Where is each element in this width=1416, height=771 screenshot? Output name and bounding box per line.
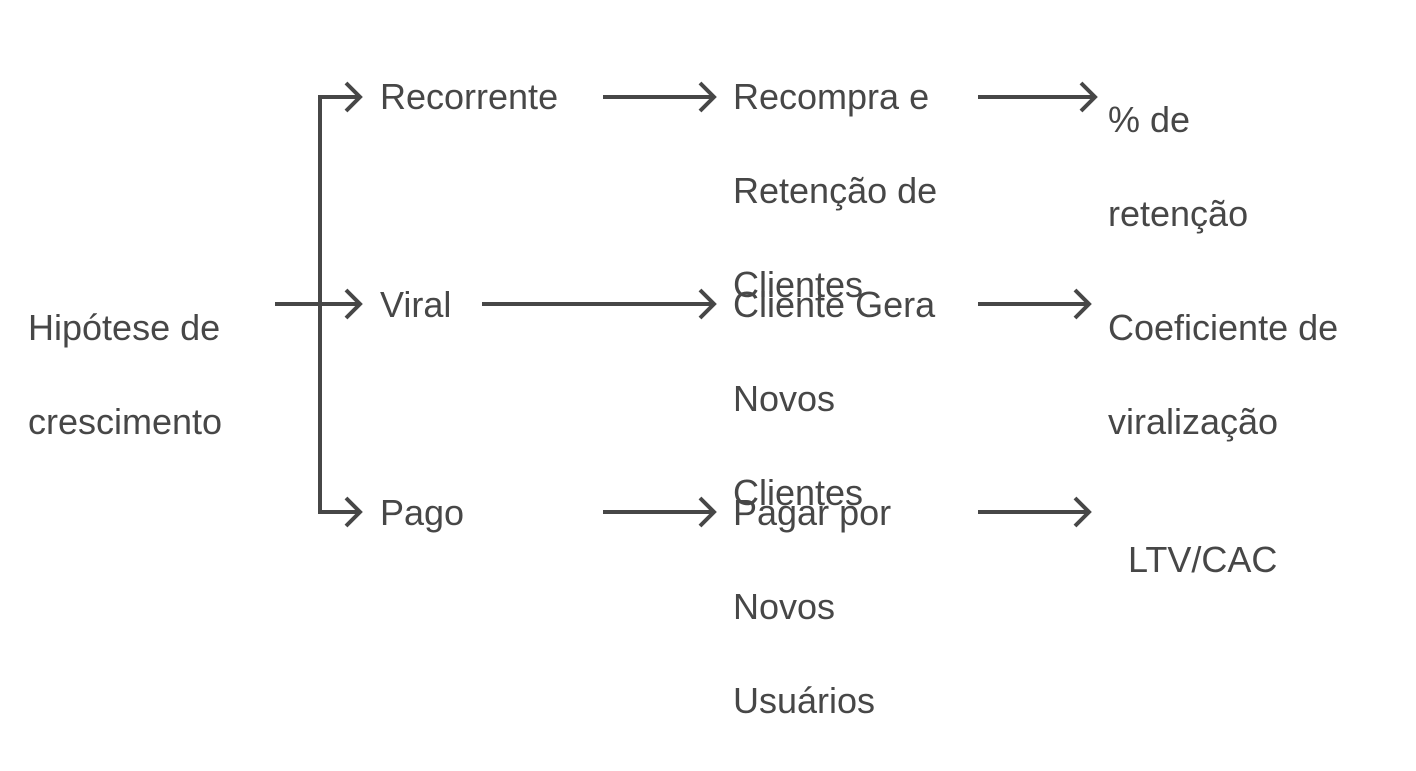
mechanism-node-pagar-por: Pagar por Novos Usuários [733, 442, 973, 771]
metric-line: Coeficiente de [1108, 307, 1339, 348]
root-node-hipotese-de-crescimento: Hipótese de crescimento [28, 257, 268, 492]
mechanism-node-cliente-gera: Cliente Gera Novos Clientes [733, 234, 973, 563]
metric-line: retenção [1108, 193, 1249, 234]
mechanism-line: Usuários [733, 680, 876, 721]
root-node-line: crescimento [28, 401, 223, 442]
metric-node-ltv-cac: LTV/CAC [1128, 489, 1277, 630]
mechanism-line: Pagar por [733, 492, 892, 533]
branch-label-pago: Pago [380, 492, 465, 533]
mechanism-line: Retenção de [733, 170, 938, 211]
metric-line: % de [1108, 99, 1191, 140]
branch-label-viral: Viral [380, 284, 452, 325]
mechanism-line: Cliente Gera [733, 284, 936, 325]
mechanism-line: Novos [733, 378, 836, 419]
metric-line: viralização [1108, 401, 1279, 442]
mechanism-line: Novos [733, 586, 836, 627]
metric-node-viralizacao: Coeficiente de viralização [1108, 257, 1398, 492]
root-node-line: Hipótese de [28, 307, 221, 348]
arrowhead-recorrente-mechanism [698, 81, 717, 113]
metric-node-retencao: % de retenção [1108, 49, 1348, 284]
arrowhead-recorrente-metric [1079, 81, 1098, 113]
mechanism-node-recompra: Recompra e Retenção de Clientes [733, 26, 973, 355]
mechanism-line: Clientes [733, 264, 864, 305]
mechanism-line: Recompra e [733, 76, 930, 117]
metric-line: LTV/CAC [1128, 539, 1278, 580]
branch-arrowhead-viral [344, 288, 363, 320]
branch-arrowhead-pago [344, 496, 363, 528]
arrowhead-viral-mechanism [698, 288, 717, 320]
arrowhead-viral-metric [1073, 288, 1092, 320]
arrowhead-pago-metric [1073, 496, 1092, 528]
arrowhead-pago-mechanism [698, 496, 717, 528]
branch-label-recorrente: Recorrente [380, 76, 559, 117]
diagram-connectors [275, 81, 1098, 528]
mechanism-line: Clientes [733, 472, 864, 513]
branch-arrowhead-recorrente [344, 81, 363, 113]
